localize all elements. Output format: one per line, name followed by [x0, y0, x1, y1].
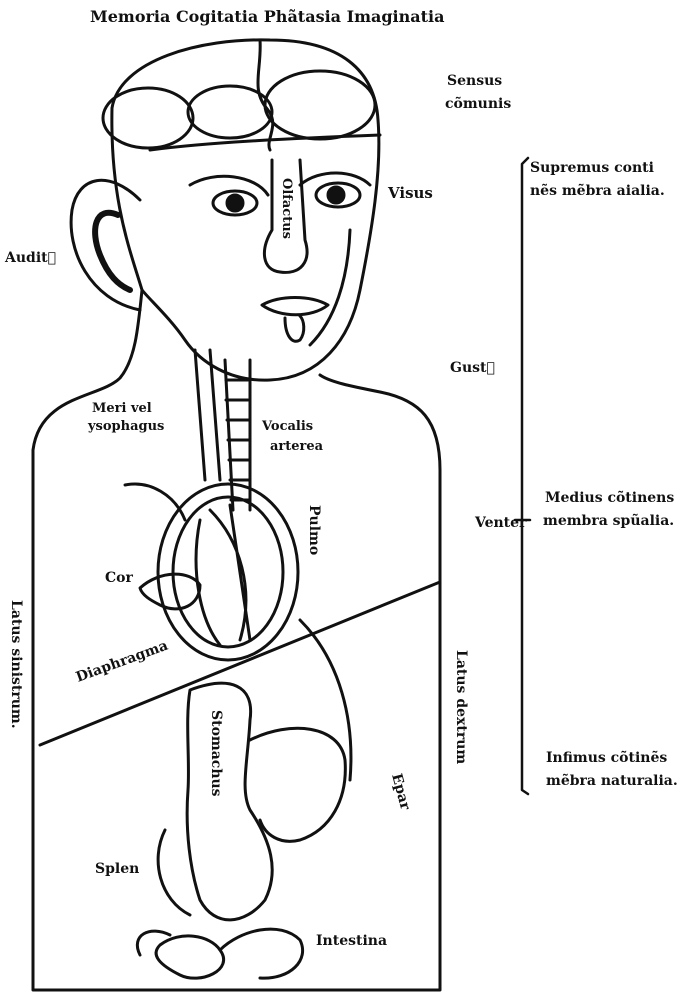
region-middle-line-2: membra spũalia.	[543, 512, 674, 529]
latus-dextrum-label: Latus dextrum	[453, 650, 469, 764]
region-middle-line-1: Medius cõtinens	[545, 489, 674, 506]
meri-label-2: ysophagus	[87, 419, 164, 434]
gustus-label: Gust᷒	[450, 360, 495, 376]
region-lower-line-1: Infimus cõtinẽs	[546, 749, 667, 766]
region-upper-line-1: Supremus conti	[530, 160, 654, 176]
epar-label: Epar	[388, 772, 413, 812]
lungs-heart	[125, 484, 298, 660]
sensus-label-2: cõmunis	[445, 95, 511, 112]
olfactus-label: Olfactus	[279, 178, 294, 239]
region-upper-line-2: nẽs mẽbra aialia.	[530, 182, 665, 199]
abdominal-organs	[137, 620, 351, 978]
sensus-label-1: Sensus	[447, 73, 502, 89]
title-label: Memoria Cogitatia Phãtasia Imaginatia	[90, 7, 444, 26]
stomachus-label: Stomachus	[208, 710, 224, 797]
latus-sinistrum-label: Latus sinistrum.	[8, 600, 24, 729]
vocalis-label-1: Vocalis	[261, 419, 313, 434]
meri-label-1: Meri vel	[92, 401, 152, 416]
brain-ventricles	[103, 40, 380, 150]
region-lower-line-2: mẽbra naturalia.	[546, 772, 678, 789]
auditus-label: Audit᷒	[4, 250, 56, 266]
intestina-label: Intestina	[316, 933, 387, 949]
venter-label: Venter	[474, 515, 527, 531]
cor-label: Cor	[105, 570, 133, 586]
visus-label: Visus	[387, 184, 433, 202]
diaphragma-label: Diaphragma	[74, 638, 170, 686]
vocalis-label-2: arterea	[270, 439, 324, 454]
region-bracket	[515, 158, 530, 794]
splen-label: Splen	[95, 861, 139, 877]
pulmo-label: Pulmo	[306, 505, 322, 555]
